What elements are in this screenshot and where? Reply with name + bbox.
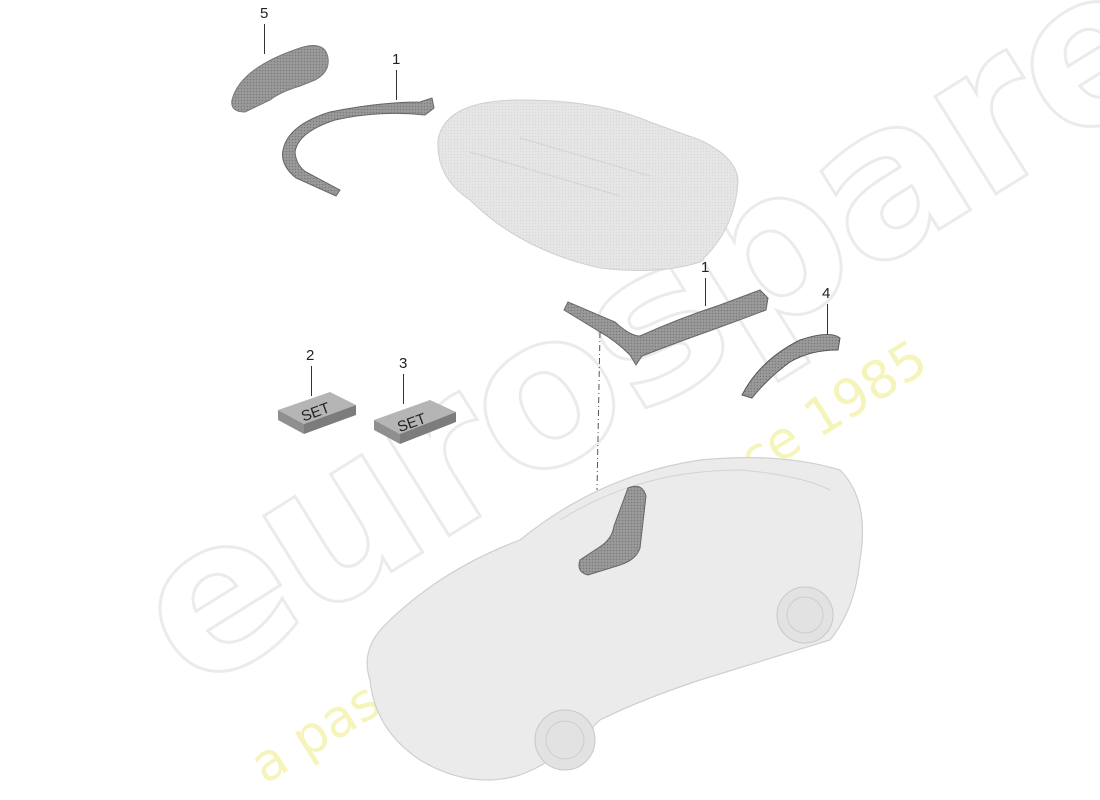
leader-1-lower [705,278,706,306]
callout-4: 4 [822,285,831,302]
leader-4 [827,304,828,334]
part-5-backrest-heater[interactable] [231,45,329,113]
seat-highlight [578,485,647,576]
callout-1-upper: 1 [392,51,401,68]
callout-3: 3 [399,355,408,372]
part-4-cushion-heater[interactable] [741,334,841,399]
leader-3 [403,374,404,404]
callout-2: 2 [306,347,315,364]
leader-2 [311,366,312,396]
callout-5: 5 [260,5,269,22]
assembly-leader-line [596,331,601,491]
leader-5 [264,24,265,54]
leader-1-upper [396,70,397,100]
set-box-2[interactable]: SET [278,392,356,434]
seat-cushion-outline [437,99,739,271]
callout-1-lower: 1 [701,259,710,276]
set-box-3[interactable]: SET [374,400,456,444]
part-1-lower-harness[interactable] [563,289,769,366]
car-illustration [366,456,864,781]
part-1-upper-harness[interactable] [282,97,435,197]
